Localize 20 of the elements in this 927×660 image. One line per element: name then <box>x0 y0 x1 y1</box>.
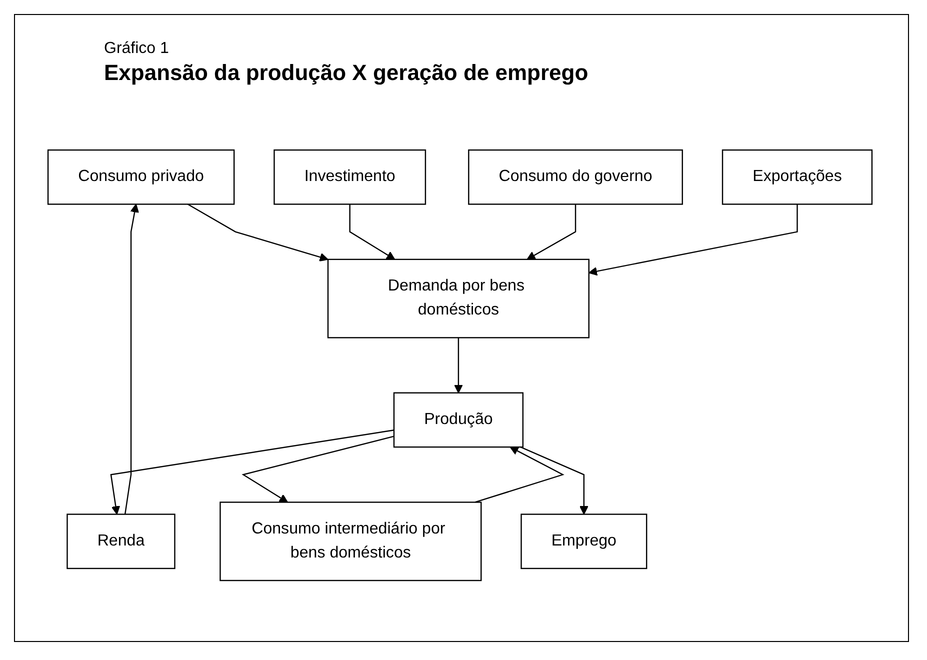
node-box: Consumo intermediário por bens domésticos <box>220 501 482 581</box>
arrow <box>349 204 396 260</box>
arrow <box>124 204 139 514</box>
arrow <box>454 337 463 393</box>
node-box: Investimento <box>274 149 426 205</box>
figure-number: Gráfico 1 <box>104 40 170 58</box>
node-box: Consumo do governo <box>468 149 683 205</box>
node-box: Emprego <box>520 513 648 569</box>
arrow <box>520 446 588 514</box>
arrow <box>526 204 576 260</box>
node-box: Produção <box>393 392 524 448</box>
arrow <box>588 204 798 276</box>
node-box: Renda <box>66 513 176 569</box>
diagram-title: Expansão da produção X geração de emprego <box>104 60 588 86</box>
arrow <box>188 203 328 262</box>
arrow <box>242 435 394 502</box>
node-box: Exportações <box>722 149 873 205</box>
node-box: Demanda por bens domésticos <box>327 258 590 338</box>
arrow <box>110 429 394 514</box>
node-box: Consumo privado <box>47 149 235 205</box>
